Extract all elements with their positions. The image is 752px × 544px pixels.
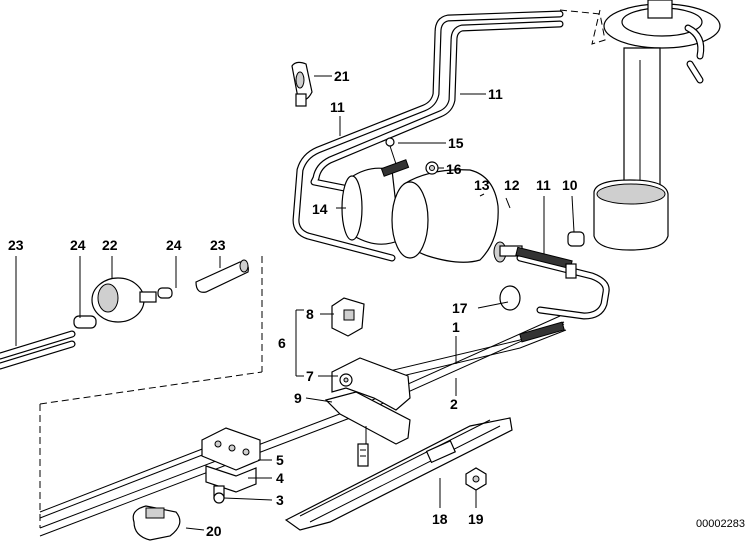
label-3: 3 bbox=[276, 492, 284, 508]
label-10: 10 bbox=[562, 177, 578, 193]
fuel-filter bbox=[341, 137, 585, 311]
line-holder-assembly bbox=[324, 297, 411, 467]
label-23-b: 23 bbox=[210, 237, 226, 253]
fuel-pump-sender-unit bbox=[559, 0, 721, 251]
label-7: 7 bbox=[306, 368, 314, 384]
label-11-b: 11 bbox=[488, 86, 503, 102]
clip-20 bbox=[132, 505, 181, 541]
label-18: 18 bbox=[432, 511, 448, 527]
underbody-cover bbox=[284, 417, 513, 531]
diagram-number: 00002283 bbox=[696, 518, 745, 530]
label-20: 20 bbox=[206, 523, 222, 539]
clip-21 bbox=[291, 61, 313, 107]
label-2: 2 bbox=[450, 396, 458, 412]
label-23-a: 23 bbox=[8, 237, 24, 253]
label-9: 9 bbox=[294, 390, 302, 406]
part-labels: 21 11 11 15 16 13 12 11 10 14 23 24 22 2… bbox=[8, 68, 745, 539]
label-12: 12 bbox=[504, 177, 520, 193]
label-19: 19 bbox=[468, 511, 484, 527]
label-8: 8 bbox=[306, 306, 314, 322]
line-holder-lower bbox=[201, 427, 261, 504]
label-15: 15 bbox=[448, 135, 464, 151]
label-24-b: 24 bbox=[166, 237, 182, 253]
label-16: 16 bbox=[446, 161, 462, 177]
label-24-a: 24 bbox=[70, 237, 86, 253]
label-4: 4 bbox=[276, 470, 284, 486]
label-6: 6 bbox=[278, 335, 286, 351]
fuel-line-11 bbox=[292, 10, 610, 320]
label-1: 1 bbox=[452, 319, 460, 335]
label-14: 14 bbox=[312, 201, 328, 217]
fuel-damper-assembly bbox=[0, 256, 263, 528]
label-11-a: 11 bbox=[330, 99, 345, 115]
label-22: 22 bbox=[102, 237, 118, 253]
label-5: 5 bbox=[276, 452, 284, 468]
label-21: 21 bbox=[334, 68, 350, 84]
label-11-c: 11 bbox=[536, 177, 551, 193]
label-13: 13 bbox=[474, 177, 490, 193]
label-17: 17 bbox=[452, 300, 468, 316]
leader-lines bbox=[15, 75, 575, 531]
